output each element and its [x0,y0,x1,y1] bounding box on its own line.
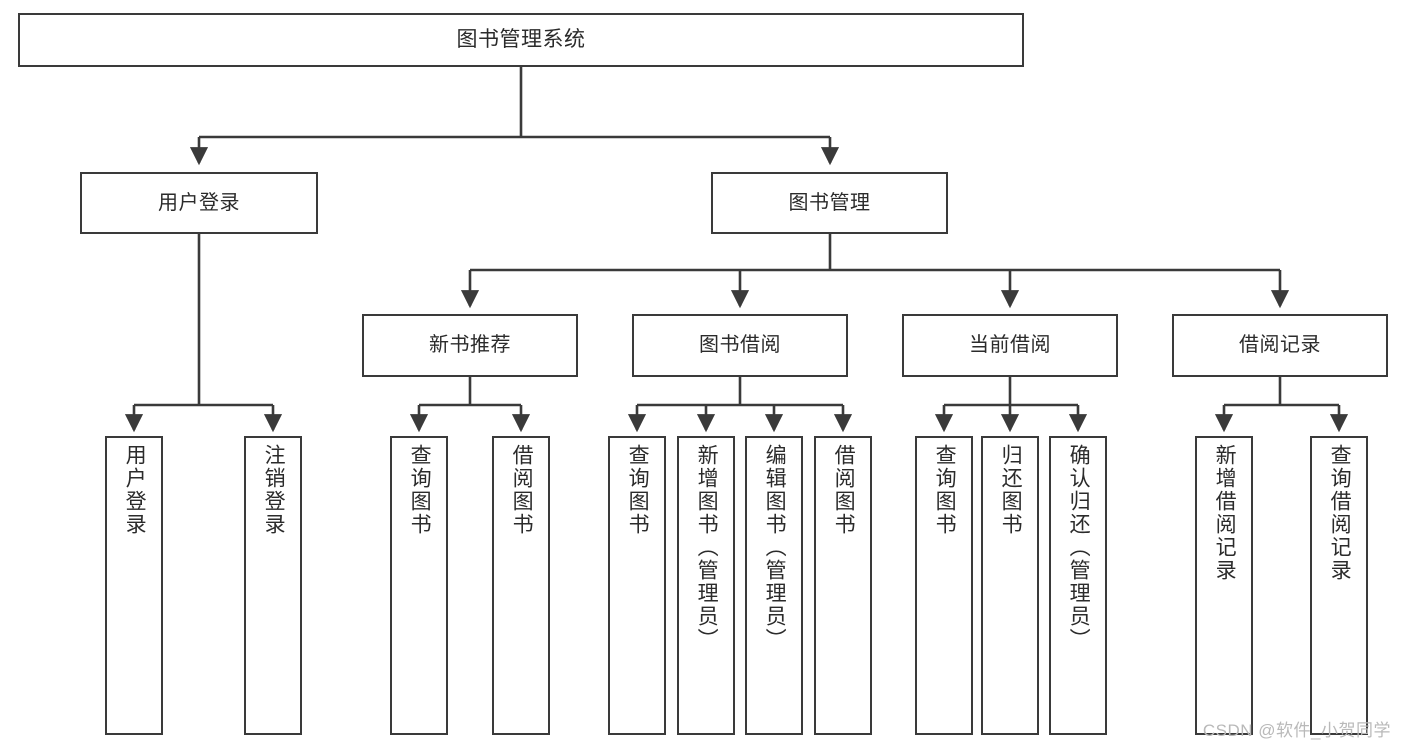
leaf-query-book-1-label: 查询图书 [408,444,432,536]
node-new-book-rec-label: 新书推荐 [429,334,511,357]
leaf-return-book[interactable]: 归还图书 [981,436,1039,735]
node-root[interactable]: 图书管理系统 [18,13,1024,67]
leaf-query-record[interactable]: 查询借阅记录 [1310,436,1368,735]
leaf-borrow-book-2-label: 借阅图书 [832,444,856,536]
leaf-edit-book[interactable]: 编辑图书（管理员） [745,436,803,735]
leaf-borrow-book-1-label: 借阅图书 [510,444,534,536]
leaf-query-book-3[interactable]: 查询图书 [915,436,973,735]
leaf-logout-label: 注销登录 [262,444,286,536]
leaf-query-book-2-label: 查询图书 [626,444,650,536]
leaf-add-book[interactable]: 新增图书（管理员） [677,436,735,735]
node-book-manage[interactable]: 图书管理 [711,172,948,234]
node-borrow-record-label: 借阅记录 [1239,334,1321,357]
node-current-borrow[interactable]: 当前借阅 [902,314,1118,377]
leaf-query-book-3-label: 查询图书 [933,444,957,536]
node-borrow-record[interactable]: 借阅记录 [1172,314,1388,377]
node-user-login[interactable]: 用户登录 [80,172,318,234]
leaf-borrow-book-2[interactable]: 借阅图书 [814,436,872,735]
leaf-user-login[interactable]: 用户登录 [105,436,163,735]
node-current-borrow-label: 当前借阅 [969,334,1051,357]
leaf-edit-book-label: 编辑图书（管理员） [763,444,787,651]
node-book-manage-label: 图书管理 [788,191,871,214]
node-book-borrow[interactable]: 图书借阅 [632,314,848,377]
node-new-book-rec[interactable]: 新书推荐 [362,314,578,377]
leaf-add-record-label: 新增借阅记录 [1213,444,1237,582]
leaf-confirm-return-label: 确认归还（管理员） [1067,444,1091,651]
leaf-logout[interactable]: 注销登录 [244,436,302,735]
leaf-query-book-2[interactable]: 查询图书 [608,436,666,735]
leaf-query-book-1[interactable]: 查询图书 [390,436,448,735]
leaf-confirm-return[interactable]: 确认归还（管理员） [1049,436,1107,735]
watermark: CSDN @软件_小贺同学 [1202,721,1391,740]
leaf-query-record-label: 查询借阅记录 [1328,444,1352,582]
node-book-borrow-label: 图书借阅 [699,334,781,357]
leaf-add-record[interactable]: 新增借阅记录 [1195,436,1253,735]
node-root-label: 图书管理系统 [456,28,586,52]
leaf-add-book-label: 新增图书（管理员） [695,444,719,651]
leaf-borrow-book-1[interactable]: 借阅图书 [492,436,550,735]
leaf-user-login-label: 用户登录 [123,444,147,536]
node-user-login-label: 用户登录 [158,191,240,214]
leaf-return-book-label: 归还图书 [999,444,1023,536]
